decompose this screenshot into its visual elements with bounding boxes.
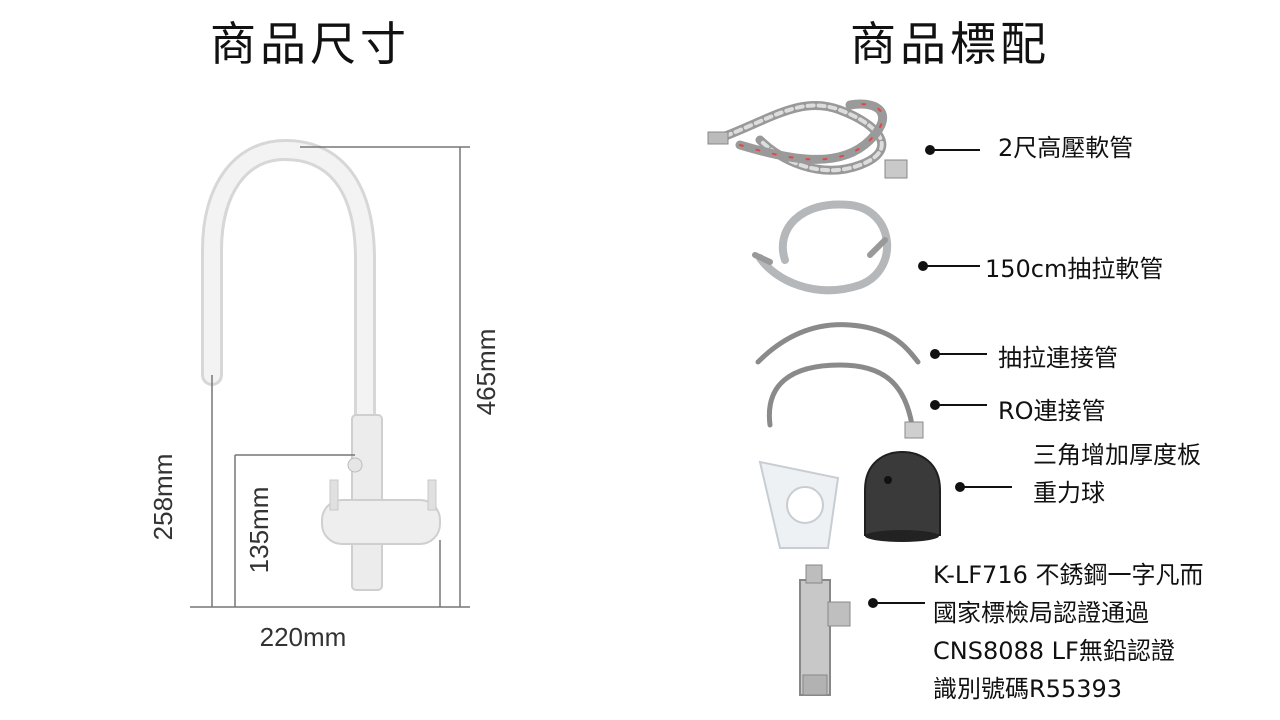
connector-tubes-image [755,322,924,439]
height-total-label: 465mm [471,329,501,416]
accessory-label-braided-hose: 2尺高壓軟管 [998,134,1134,162]
leader-dot [868,598,878,608]
leader-dot [955,482,965,492]
pullout-hose-image [752,200,892,295]
gravity-ball-image [864,450,941,542]
leader-line [937,404,987,406]
accessory-label-pullout-hose: 150cm抽拉軟管 [985,255,1164,283]
accessory-label-ro-connector: RO連接管 [998,397,1106,425]
valve-description: K-LF716 不銹鋼一字凡而 國家標檢局認證通過 CNS8088 LF無鉛認證… [933,556,1204,708]
leader-dot [930,400,940,410]
triangle-plate-image [758,460,840,549]
leader-dot [930,349,940,359]
leader-line [937,353,987,355]
accessory-label-plate-and-ball: 三角增加厚度板 重力球 [1033,436,1201,512]
accessory-label-pullout-connector: 抽拉連接管 [998,344,1118,372]
leader-line [875,602,925,604]
valve-certification-line: 國家標檢局認證通過 [933,599,1149,627]
valve-model-line: K-LF716 不銹鋼一字凡而 [933,561,1204,589]
leader-dot [925,145,935,155]
accessory-label-gravity-ball: 重力球 [1033,479,1105,507]
valve-image [799,564,851,696]
leader-line [962,486,1012,488]
leader-line [932,149,980,151]
standard-accessories-title: 商品標配 [850,17,1050,71]
height-spout-label: 258mm [148,454,178,541]
faucet-dimension-drawing: 465mm 258mm 135mm 220mm [148,138,501,652]
height-handle-label: 135mm [244,487,274,574]
faucet-illustration [201,138,441,591]
valve-id-line: 識別號碼R55393 [933,675,1123,703]
leader-dot [918,261,928,271]
braided-hose-image [707,99,908,179]
accessory-label-triangle-plate: 三角增加厚度板 [1033,441,1201,469]
valve-lead-free-line: CNS8088 LF無鉛認證 [933,637,1175,665]
dimensions-title: 商品尺寸 [210,17,410,71]
dimension-lines [190,146,470,608]
reach-label: 220mm [260,622,347,652]
leader-line [925,265,980,267]
